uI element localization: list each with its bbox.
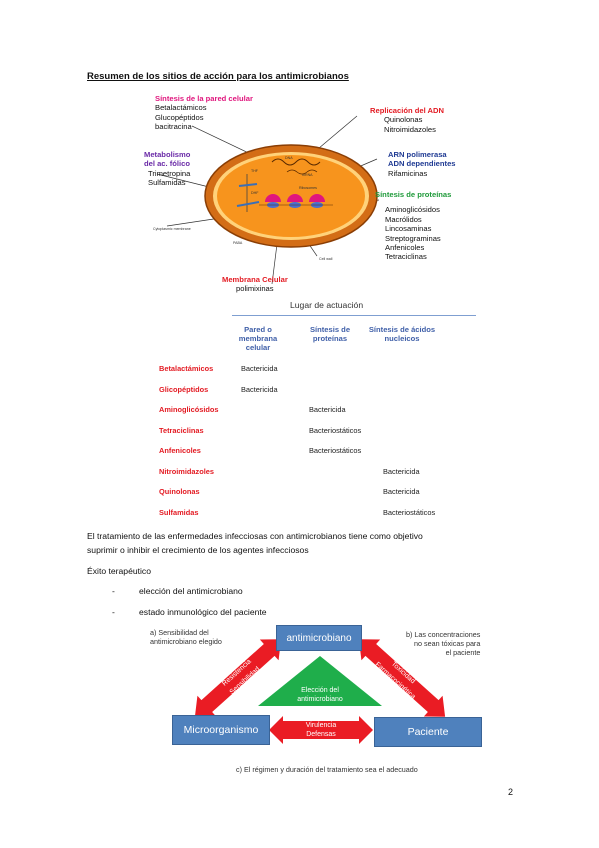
- note-c: c) El régimen y duración del tratamiento…: [236, 765, 418, 774]
- wall-synthesis-heading: Síntesis de la pared celular: [155, 94, 253, 103]
- folic-item: Sulfamidas: [148, 178, 186, 188]
- protein-item: Tetraciclinas: [385, 252, 427, 262]
- table-caption: Lugar de actuación: [290, 300, 364, 310]
- bottom-arrow-text: Defensas: [306, 731, 336, 738]
- table-cell-value: Bacteriostáticos: [309, 426, 362, 435]
- paragraph-line: El tratamiento de las enfermedades infec…: [87, 531, 423, 541]
- folic-heading-line: Metabolismo: [144, 150, 191, 159]
- page-title: Resumen de los sitios de acción para los…: [87, 71, 349, 82]
- dna-tiny-label: DNA: [285, 156, 293, 160]
- column-header-nucleic: Síntesis de ácidos nucleicos: [368, 325, 436, 343]
- rna-heading-line: ARN polimerasa: [388, 150, 447, 159]
- note-b: b) Las concentraciones no sean tóxicas p…: [406, 630, 480, 657]
- table-cell-value: Bactericida: [309, 405, 346, 414]
- protein-synthesis-label: Síntesis de proteínas Aminoglicósidos Ma…: [375, 190, 451, 262]
- protein-synthesis-heading: Síntesis de proteínas: [375, 190, 452, 199]
- dna-item: Nitroimidazoles: [384, 124, 436, 134]
- membrane-label: Membrana Celular polimixinas: [222, 275, 288, 294]
- triangle-center-text: Elección del: [301, 687, 339, 694]
- wall-synthesis-label: Síntesis de la pared celular Betalactámi…: [155, 94, 253, 132]
- note-a-line: a) Sensibilidad del: [150, 628, 209, 637]
- mrna-tiny-label: mRNA: [302, 173, 313, 177]
- table-drug-name: Nitroimidazoles: [159, 467, 215, 476]
- dna-replication-heading: Replicación del ADN: [370, 106, 444, 115]
- table-drug-name: Aminoglicósidos: [159, 405, 219, 414]
- folic-heading-line: del ac. fólico: [144, 159, 190, 169]
- table-cell-value: Bactericida: [383, 467, 420, 476]
- wall-item: Glucopéptidos: [155, 112, 204, 122]
- protein-item: Macrólidos: [385, 214, 422, 224]
- patient-box: Paciente: [374, 717, 482, 747]
- choice-triangle: [258, 656, 382, 706]
- cytoplasmic-membrane-tiny-label: Cytoplasmic membrane: [153, 227, 191, 231]
- note-a-line: antimicrobiano elegido: [150, 637, 222, 646]
- protein-item: Anfenicoles: [385, 243, 425, 253]
- note-a: a) Sensibilidad del antimicrobiano elegi…: [150, 628, 222, 646]
- folic-metabolism-label: Metabolismo del ac. fólico Trimetropina …: [144, 150, 190, 188]
- note-b-line: el paciente: [445, 648, 481, 657]
- column-header-protein: Síntesis de proteínas: [309, 325, 351, 343]
- rna-polymerase-label: ARN polimerasa ADN dependientes Rifamici…: [388, 150, 456, 178]
- note-b-line: b) Las concentraciones: [406, 630, 481, 639]
- column-header-wall: Pared o membrana celular: [238, 325, 278, 352]
- table-drug-name: Anfenicoles: [159, 446, 201, 455]
- table-cell-value: Bactericida: [241, 385, 278, 394]
- bottom-arrow-text: Virulencia: [306, 722, 337, 729]
- wall-item: bacitracina: [155, 122, 192, 132]
- protein-item: Aminoglicósidos: [385, 205, 440, 215]
- table-cell-value: Bacteriostáticos: [383, 508, 436, 517]
- cell-wall-tiny-label: Cell wall: [319, 257, 333, 261]
- rna-item: Rifamicinas: [388, 168, 428, 178]
- mrna-strand: [286, 169, 318, 175]
- table-drug-name: Betalactámicos: [159, 364, 214, 373]
- table-header-rule: [232, 315, 476, 316]
- membrane-heading: Membrana Celular: [222, 275, 288, 284]
- wall-item: Betalactámicos: [155, 103, 207, 113]
- bullet-item: estado inmunológico del paciente: [139, 607, 267, 617]
- protein-item: Streptograminas: [385, 233, 441, 243]
- table-drug-name: Sulfamidas: [159, 508, 199, 517]
- table-drug-name: Quinolonas: [159, 487, 200, 496]
- page-number: 2: [507, 787, 513, 797]
- ribosomes-tiny-label: Ribosomes: [299, 186, 317, 190]
- folate-marker-2: [238, 183, 258, 187]
- membrane-item: polimixinas: [236, 284, 274, 294]
- thf-tiny-label: THF: [251, 169, 259, 173]
- table-cell-value: Bacteriostáticos: [309, 446, 362, 455]
- paba-tiny-label: PABA: [233, 241, 243, 245]
- note-b-line: no sean tóxicas para: [414, 639, 481, 648]
- microorganism-box: Microorganismo: [172, 715, 270, 745]
- table-cell-value: Bactericida: [383, 487, 420, 496]
- paragraph-line: suprimir o inhibir el crecimiento de los…: [87, 545, 309, 555]
- table-cell-value: Bactericida: [241, 364, 278, 373]
- dhf-tiny-label: DHF: [251, 191, 259, 195]
- rna-heading-line: ADN dependientes: [388, 159, 456, 169]
- antimicrobial-box: antimicrobiano: [276, 625, 362, 651]
- protein-item: Lincosaminas: [385, 224, 432, 234]
- dna-item: Quinolonas: [384, 115, 423, 125]
- folic-item: Trimetropina: [148, 168, 191, 178]
- dna-strand: [271, 158, 321, 166]
- table-drug-name: Glicopéptidos: [159, 385, 209, 394]
- bullet-marker: -: [112, 586, 115, 596]
- therapeutic-triangle-diagram: Resistencia Sensibilidad Toxicidad Farma…: [194, 639, 446, 744]
- triangle-center-text: antimicrobiano: [297, 696, 343, 703]
- bullet-marker: -: [112, 607, 115, 617]
- bullet-item: elección del antimicrobiano: [139, 586, 243, 596]
- bacterial-cell-diagram: DNA mRNA Ribosomes THF DHF PABA Cytoplas…: [153, 115, 380, 285]
- folate-marker: [236, 201, 260, 207]
- left-double-arrow: [194, 639, 282, 717]
- bottom-double-arrow: [269, 716, 373, 744]
- table-drug-name: Tetraciclinas: [159, 426, 204, 435]
- success-heading: Éxito terapéutico: [87, 566, 152, 576]
- right-double-arrow: [358, 639, 446, 717]
- dna-replication-label: Replicación del ADN Quinolonas Nitroimid…: [370, 106, 444, 134]
- ribosomes: [259, 194, 333, 208]
